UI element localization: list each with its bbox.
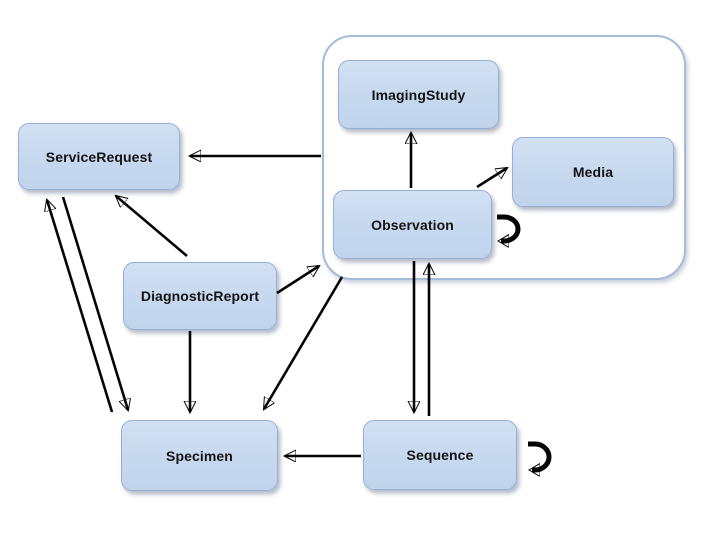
arrow-servicerequest-to-specimen bbox=[61, 196, 128, 410]
node-servicerequest: ServiceRequest bbox=[18, 123, 180, 190]
node-imagingstudy: ImagingStudy bbox=[338, 60, 499, 129]
arrow-diagnosticreport-to-observation bbox=[276, 266, 319, 295]
node-specimen: Specimen bbox=[121, 420, 278, 491]
arrow-specimen-to-servicerequest bbox=[47, 200, 114, 413]
node-diagnosticreport-label: DiagnosticReport bbox=[140, 288, 260, 304]
node-observation-label: Observation bbox=[371, 216, 454, 233]
node-observation: Observation bbox=[333, 190, 492, 259]
node-imagingstudy-label: ImagingStudy bbox=[371, 86, 466, 103]
node-diagnosticreport: DiagnosticReport bbox=[123, 262, 277, 330]
node-media: Media bbox=[512, 137, 674, 207]
node-media-label: Media bbox=[572, 164, 614, 180]
node-servicerequest-label: ServiceRequest bbox=[45, 148, 153, 165]
node-sequence-label: Sequence bbox=[406, 447, 474, 463]
arrow-diagnosticreport-to-servicerequest bbox=[116, 196, 188, 257]
node-specimen-label: Specimen bbox=[166, 447, 233, 464]
node-sequence: Sequence bbox=[363, 420, 517, 490]
self-loop-sequence bbox=[528, 441, 552, 470]
